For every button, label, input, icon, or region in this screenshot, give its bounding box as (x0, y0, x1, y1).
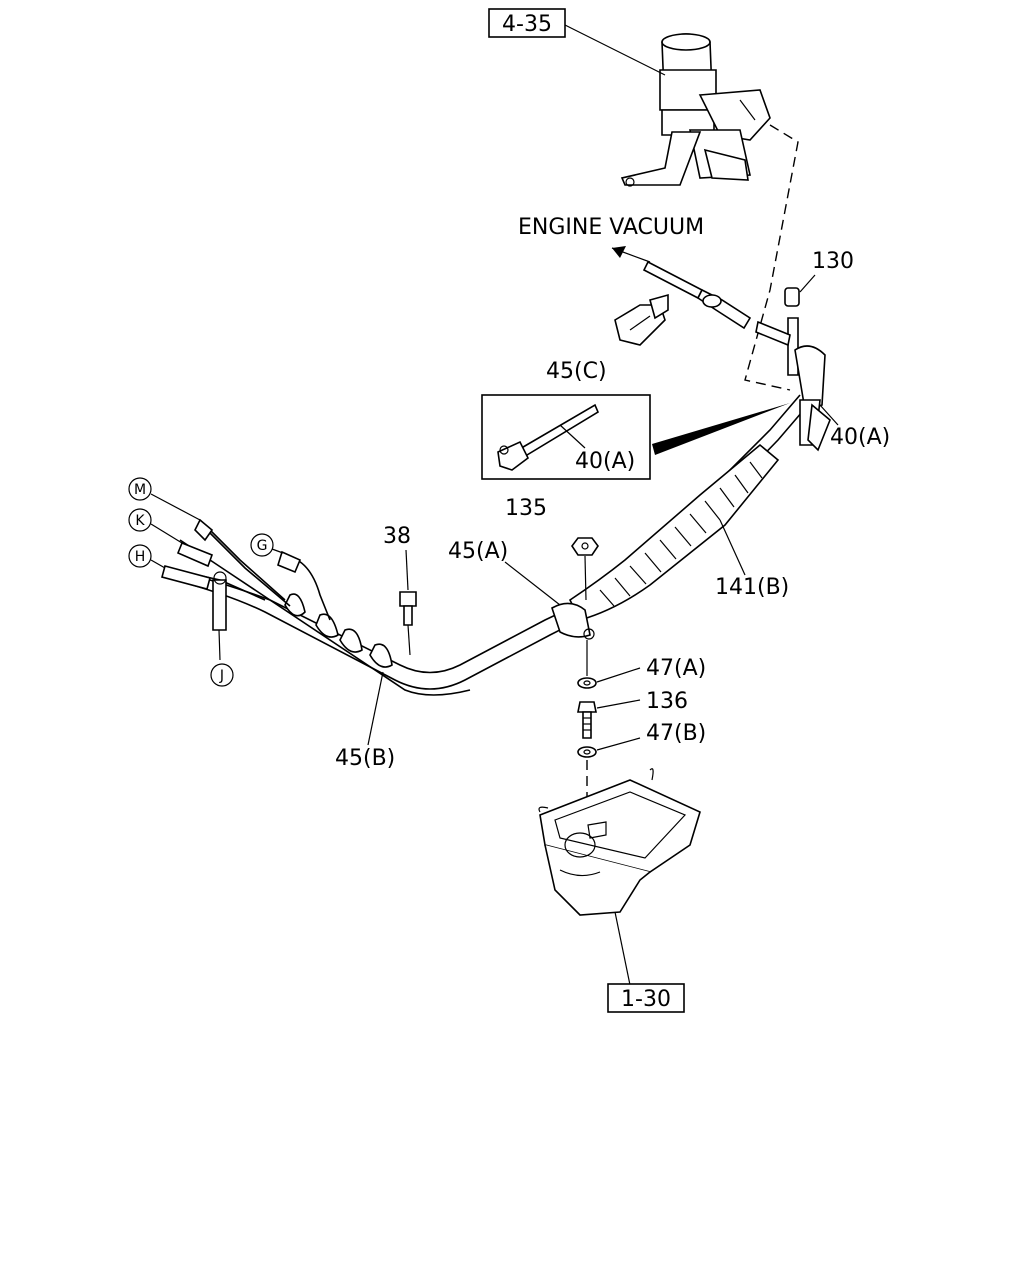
label-40a-inset: 40(A) (575, 449, 635, 474)
ref-box-4-35: 4-35 (488, 8, 666, 76)
connector-h-label: H (135, 549, 146, 565)
label-45a: 45(A) (448, 539, 508, 564)
left-hose-branches (161, 518, 331, 661)
dashed-leader-reservoir (744, 124, 799, 391)
label-38: 38 (383, 524, 411, 549)
ref-box-1-30: 1-30 (607, 983, 685, 1013)
connector-j: J (210, 663, 234, 687)
label-130: 130 (812, 249, 854, 274)
ref-4-35-label: 4-35 (502, 12, 552, 37)
nut-135: 135 (505, 496, 599, 601)
connector-m-label: M (134, 482, 146, 498)
washer-47a: 47(A) (577, 640, 706, 689)
engine-vacuum-label: ENGINE VACUUM (518, 215, 704, 240)
connector-j-label: J (219, 668, 224, 684)
connector-k: K (128, 508, 183, 544)
bolt-38: 38 (383, 524, 417, 656)
lower-bracket (538, 768, 701, 986)
part-130-cap: 130 (755, 249, 854, 376)
label-group-141b: 141(B) (715, 519, 789, 600)
reservoir-tank (620, 33, 771, 187)
label-136: 136 (646, 689, 688, 714)
washer-47b: 47(B) (577, 721, 706, 830)
connector-g: G (250, 533, 284, 557)
ref-1-30-label: 1-30 (621, 987, 671, 1012)
label-141b: 141(B) (715, 575, 789, 600)
clip-45c: 45(C) (546, 293, 669, 384)
bolt-136: 136 (577, 689, 688, 739)
connector-h: H (128, 544, 166, 569)
label-135: 135 (505, 496, 547, 521)
connector-g-label: G (257, 538, 268, 554)
connector-k-label: K (135, 513, 145, 529)
label-47b: 47(B) (646, 721, 706, 746)
label-group-45b: 45(B) (335, 671, 395, 771)
inset-40a: 40(A) (481, 394, 790, 480)
label-47a: 47(A) (646, 656, 706, 681)
label-45b: 45(B) (335, 746, 395, 771)
sleeve-ribs (599, 461, 763, 607)
main-hose-bundle (174, 345, 831, 696)
connector-m: M (128, 477, 201, 521)
label-40a: 40(A) (830, 425, 890, 450)
engine-vacuum-line: ENGINE VACUUM (518, 215, 752, 330)
label-45c: 45(C) (546, 359, 607, 384)
label-group-40a: 40(A) (819, 404, 890, 450)
label-group-45a: 45(A) (448, 539, 561, 606)
